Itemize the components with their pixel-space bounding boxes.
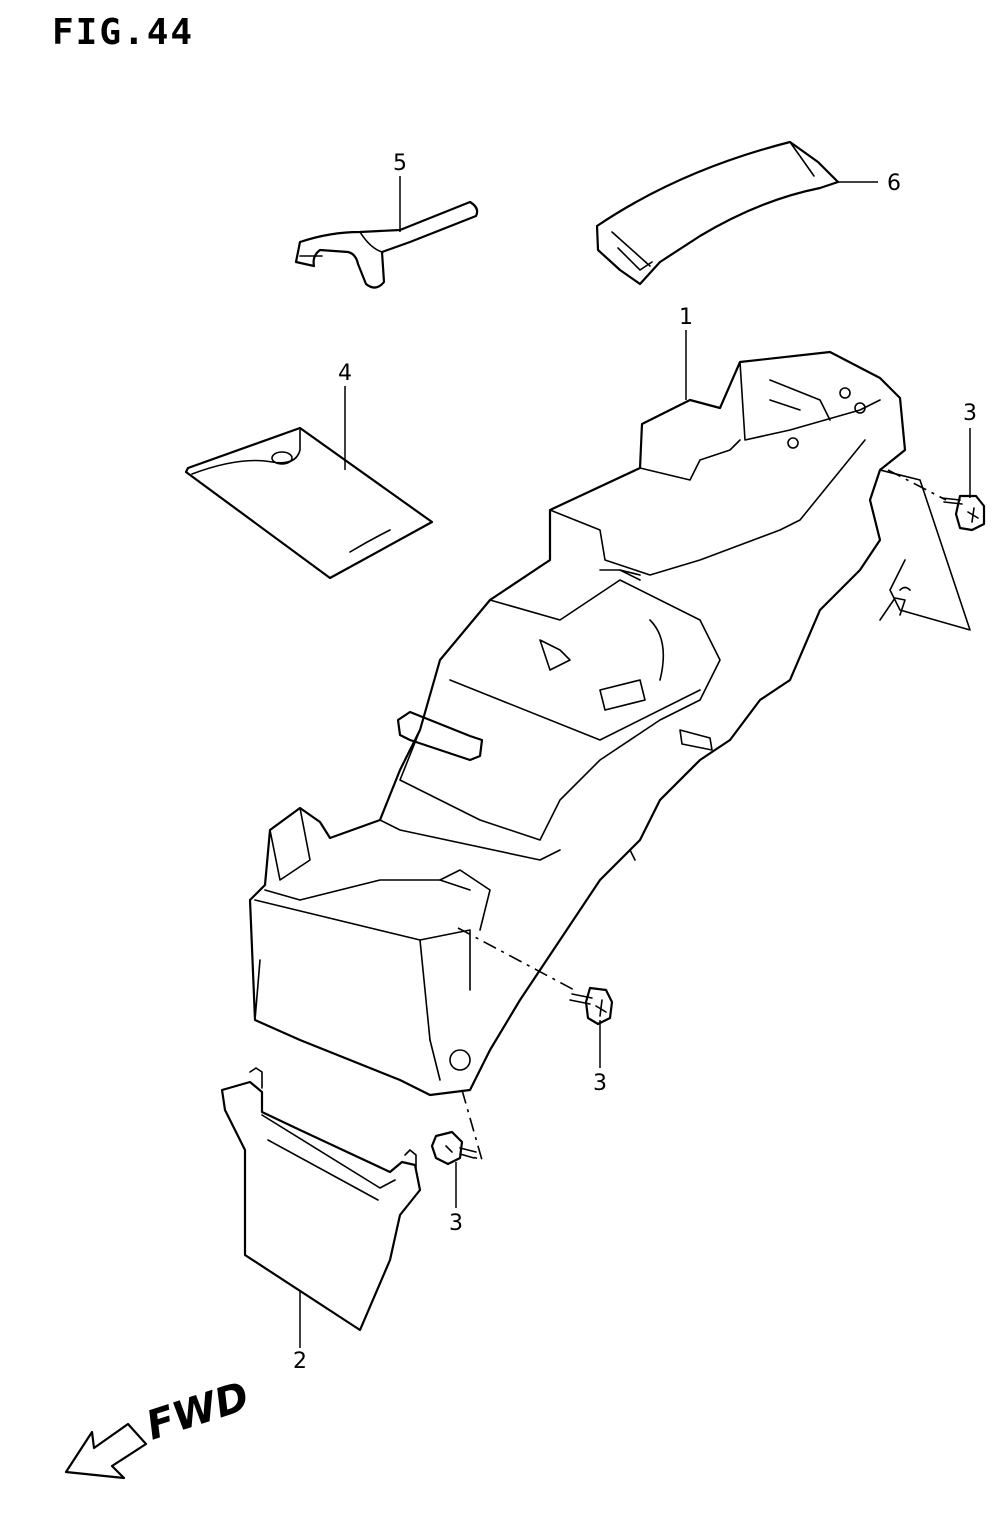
part-3-bolt-center [457, 927, 614, 1026]
forward-arrow-icon [64, 1422, 148, 1480]
part-3-bolt-right [887, 469, 986, 532]
callout-2: 2 [293, 1349, 307, 1374]
part-6-strap [595, 140, 840, 286]
leader-lines [299, 176, 971, 1348]
callout-5: 5 [393, 151, 407, 176]
callout-3-center: 3 [593, 1071, 607, 1096]
callout-6: 6 [887, 171, 901, 196]
callout-3-right: 3 [963, 401, 977, 426]
callout-1: 1 [679, 305, 693, 330]
part-2-mud-flap [220, 1067, 422, 1332]
callout-4: 4 [338, 361, 352, 386]
part-4-pouch [184, 426, 434, 580]
part-1-rear-fender [248, 350, 971, 1097]
forward-label: FWD [141, 1373, 255, 1449]
callout-3-lower: 3 [449, 1211, 463, 1236]
figure-title: FIG.44 [52, 12, 195, 53]
part-3-bolt-lower [430, 1089, 484, 1166]
part-5-tool [294, 200, 479, 289]
